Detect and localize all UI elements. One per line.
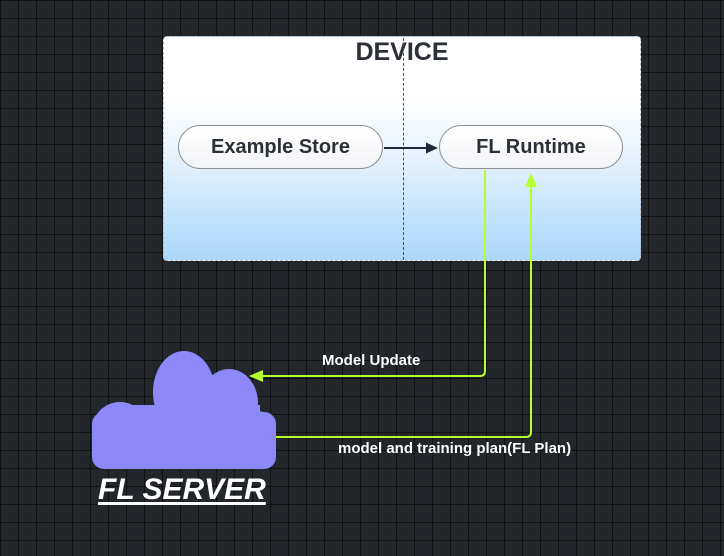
example-store-label: Example Store [211,135,350,158]
fl-runtime-node[interactable]: FL Runtime [439,125,623,169]
training-plan-label: model and training plan(FL Plan) [338,440,572,457]
fl-server-label[interactable]: FL SERVER [98,473,266,506]
example-store-node[interactable]: Example Store [178,125,383,169]
fl-runtime-label: FL Runtime [476,135,586,158]
store-to-runtime-arrow [384,142,438,154]
training-plan-arrow [276,173,537,438]
model-update-label: Model Update [322,352,421,369]
cloud-icon [92,351,276,469]
model-update-arrow [249,170,486,382]
device-title: DEVICE [355,38,449,66]
